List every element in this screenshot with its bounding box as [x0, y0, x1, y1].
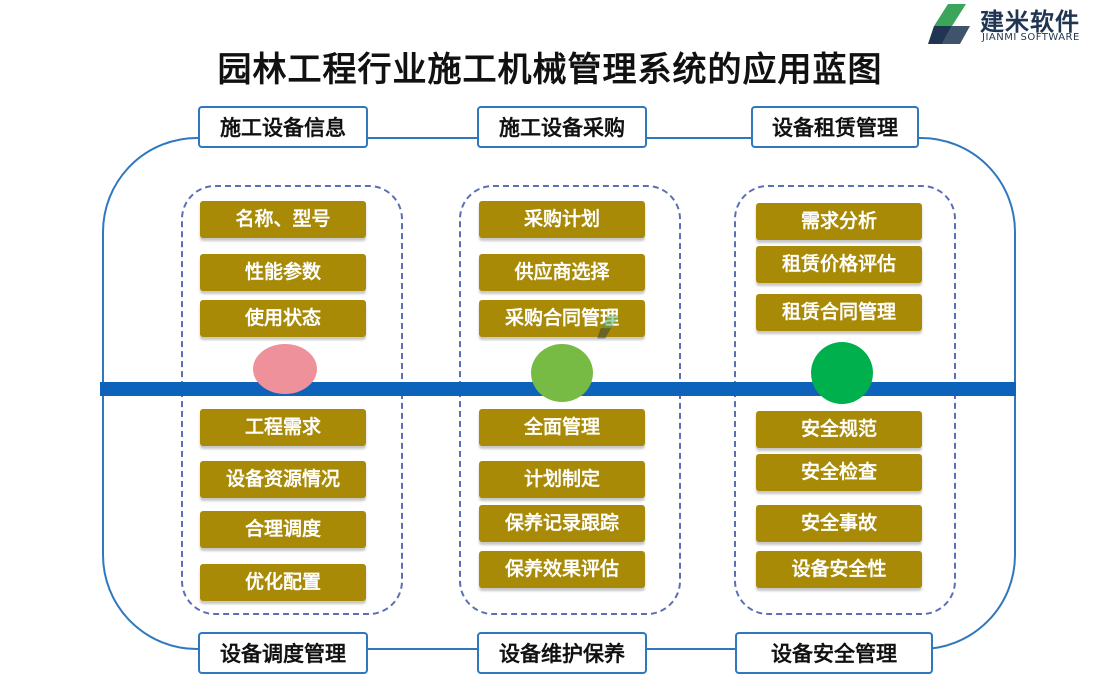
item-full-management: 全面管理	[479, 409, 645, 446]
item-rational-dispatch: 合理调度	[200, 511, 366, 548]
label-equipment-safety: 设备安全管理	[735, 632, 933, 674]
item-usage-status: 使用状态	[200, 300, 366, 337]
column-group-2	[459, 185, 681, 615]
watermark-logo-icon	[597, 315, 620, 339]
brand-name: 建米软件	[980, 8, 1080, 36]
dot-green	[811, 342, 873, 404]
item-safety-inspection: 安全检查	[756, 454, 922, 491]
item-optimize-config: 优化配置	[200, 564, 366, 601]
item-safety-accident: 安全事故	[756, 505, 922, 542]
item-lease-price-eval: 租赁价格评估	[756, 246, 922, 283]
column-group-1	[181, 185, 403, 615]
item-maintenance-tracking: 保养记录跟踪	[479, 505, 645, 542]
label-equipment-dispatch: 设备调度管理	[198, 632, 368, 674]
item-resource-status: 设备资源情况	[200, 461, 366, 498]
page-title: 园林工程行业施工机械管理系统的应用蓝图	[217, 50, 883, 90]
item-name-model: 名称、型号	[200, 201, 366, 238]
column-group-3	[734, 185, 956, 615]
item-performance-params: 性能参数	[200, 254, 366, 291]
label-equipment-maintenance: 设备维护保养	[477, 632, 647, 674]
item-purchase-contract: 采购合同管理	[479, 300, 645, 337]
item-safety-standard: 安全规范	[756, 411, 922, 448]
item-lease-contract: 租赁合同管理	[756, 294, 922, 331]
jianmi-logo-icon	[928, 4, 970, 44]
brand-subtitle: JIANMI SOFTWARE	[982, 32, 1080, 43]
item-plan-making: 计划制定	[479, 461, 645, 498]
item-project-demand: 工程需求	[200, 409, 366, 446]
brand-logo: 建米软件 JIANMI SOFTWARE	[926, 2, 1098, 46]
item-demand-analysis: 需求分析	[756, 203, 922, 240]
label-equipment-leasing: 设备租赁管理	[751, 106, 919, 148]
item-supplier-selection: 供应商选择	[479, 254, 645, 291]
dot-lightgreen	[531, 344, 593, 402]
item-maintenance-evaluation: 保养效果评估	[479, 551, 645, 588]
label-equipment-purchase: 施工设备采购	[477, 106, 647, 148]
item-equipment-safety: 设备安全性	[756, 551, 922, 588]
label-equipment-info: 施工设备信息	[198, 106, 368, 148]
dot-pink	[253, 344, 317, 394]
item-purchase-plan: 采购计划	[479, 201, 645, 238]
